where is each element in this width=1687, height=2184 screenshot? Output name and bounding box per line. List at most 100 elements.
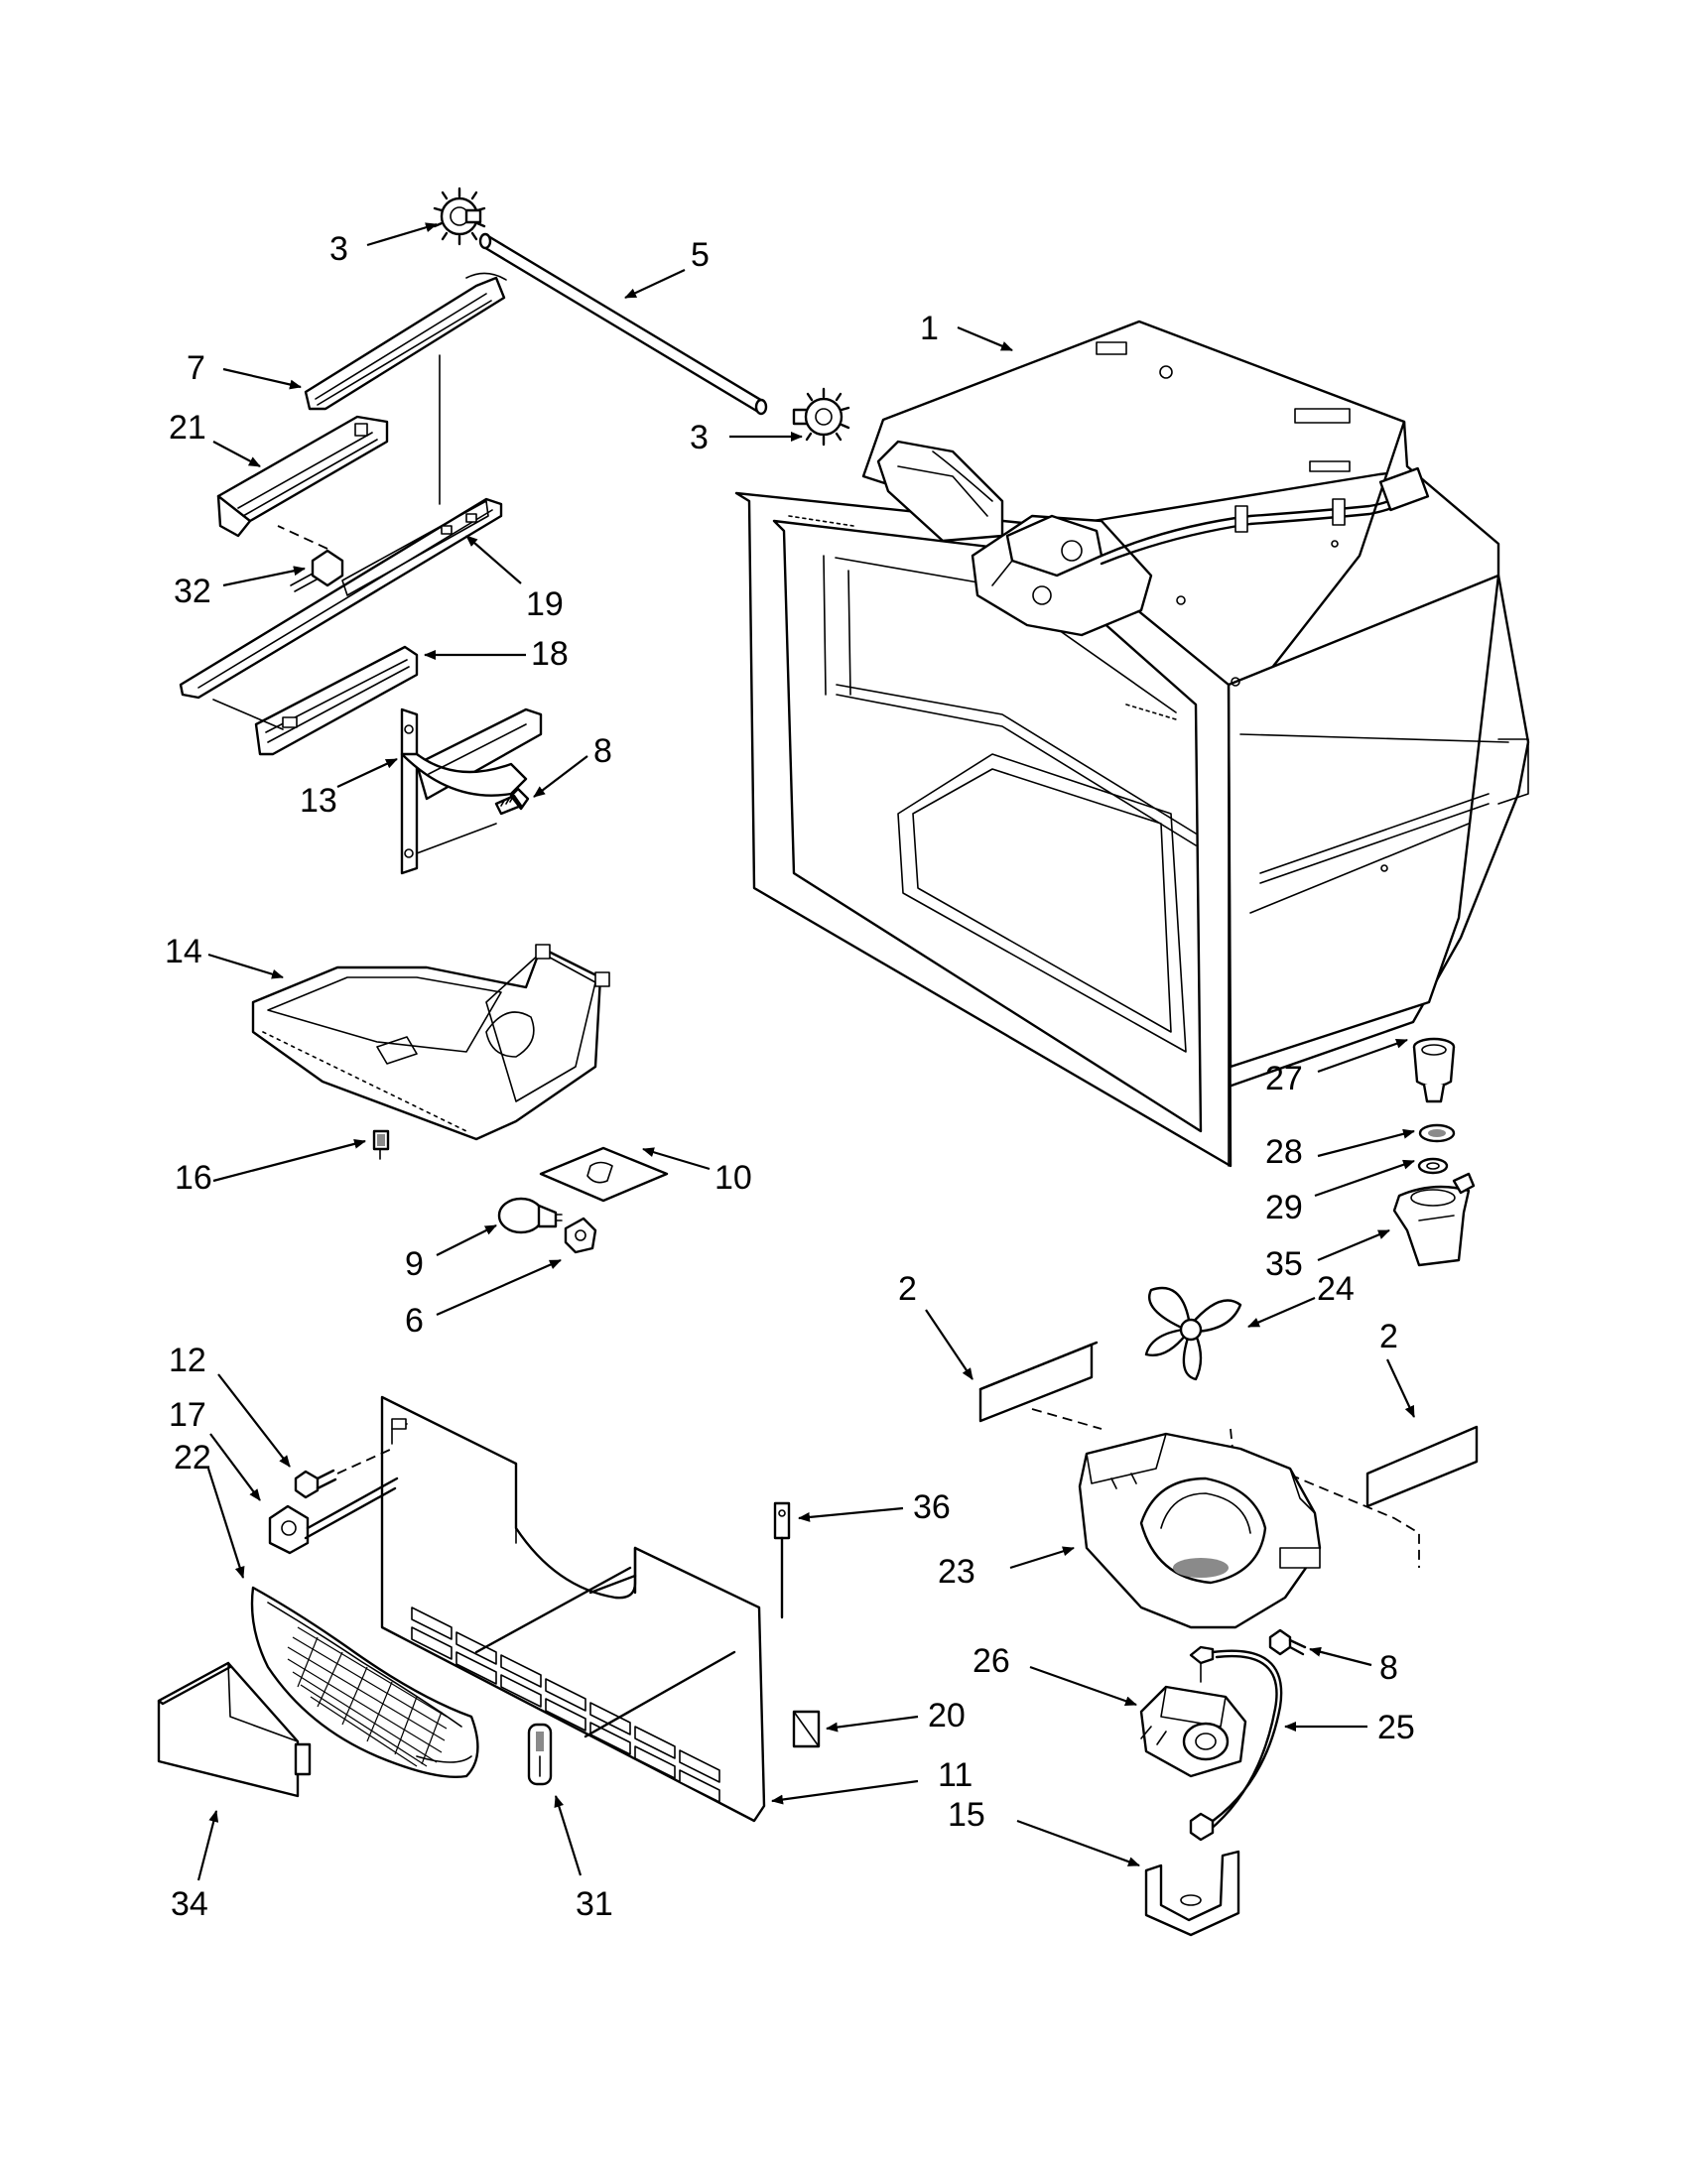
part-foam-block-right xyxy=(1365,1425,1479,1508)
callout-27: 27 xyxy=(1265,1060,1303,1097)
leader-34 xyxy=(196,1810,219,1881)
leader-21 xyxy=(212,441,261,467)
leader-28 xyxy=(1317,1128,1415,1158)
callout-11: 11 xyxy=(938,1756,973,1794)
leader-7 xyxy=(222,367,302,390)
leader-8a xyxy=(533,755,588,798)
part-lamp-holder xyxy=(268,1477,399,1555)
callout-1: 1 xyxy=(920,310,939,347)
leader-32 xyxy=(222,566,306,587)
leader-29 xyxy=(1314,1159,1415,1198)
part-fan-motor xyxy=(1139,1645,1247,1778)
callout-32: 32 xyxy=(174,573,211,610)
leader-16 xyxy=(212,1138,366,1183)
part-drain-cup xyxy=(1412,1037,1456,1103)
callout-2-left: 2 xyxy=(898,1270,917,1308)
leader-13 xyxy=(336,758,398,788)
part-slide-rail xyxy=(179,497,503,700)
part-screw-12 xyxy=(294,1448,393,1499)
callout-31: 31 xyxy=(576,1885,613,1923)
callout-10: 10 xyxy=(714,1159,752,1197)
leader-14 xyxy=(207,953,284,979)
callout-20: 20 xyxy=(928,1697,966,1734)
part-foam-pad xyxy=(539,1146,669,1203)
leader-2a xyxy=(925,1309,973,1380)
part-evap-cover xyxy=(380,1395,766,1823)
part-top-rail xyxy=(304,272,507,505)
part-grille xyxy=(250,1586,479,1778)
part-lamp-bulb xyxy=(497,1197,563,1234)
part-duct-cover xyxy=(251,944,610,1141)
callout-8-lower: 8 xyxy=(1379,1649,1398,1687)
leader-15 xyxy=(1016,1819,1140,1867)
leader-31 xyxy=(554,1795,583,1876)
leader-23 xyxy=(1009,1546,1075,1570)
callout-5: 5 xyxy=(691,236,710,274)
callout-15: 15 xyxy=(948,1796,985,1834)
callout-35: 35 xyxy=(1265,1245,1303,1283)
part-liner-box xyxy=(734,320,1530,1168)
part-motor-bracket xyxy=(1144,1812,1240,1937)
leader-36 xyxy=(798,1506,904,1522)
callout-17: 17 xyxy=(169,1396,206,1434)
callout-19: 19 xyxy=(526,585,564,623)
part-screw-8-upper xyxy=(494,787,530,816)
part-shaft xyxy=(478,232,768,416)
leader-27 xyxy=(1317,1038,1408,1074)
leader-24 xyxy=(1247,1296,1316,1329)
leader-9 xyxy=(436,1224,497,1256)
callout-23: 23 xyxy=(938,1553,975,1591)
part-o-ring xyxy=(1418,1123,1456,1143)
leader-20 xyxy=(826,1715,919,1733)
part-drain-trough xyxy=(1392,1172,1476,1267)
part-thermistor xyxy=(527,1723,553,1786)
callout-28: 28 xyxy=(1265,1133,1303,1171)
leader-11 xyxy=(771,1779,919,1805)
part-wire-harness xyxy=(1204,1649,1283,1833)
leader-3a xyxy=(366,222,438,247)
callout-14: 14 xyxy=(165,933,202,970)
callout-7: 7 xyxy=(187,349,205,387)
part-slide-bracket xyxy=(216,415,389,538)
part-gasket-strip xyxy=(792,1710,821,1748)
callout-26: 26 xyxy=(973,1642,1010,1680)
leader-lines xyxy=(196,222,1415,1881)
callout-34: 34 xyxy=(171,1885,208,1923)
leader-26 xyxy=(1029,1665,1137,1707)
leader-8b xyxy=(1309,1646,1372,1667)
part-switch xyxy=(372,1129,390,1160)
part-screw-8-lower xyxy=(1268,1628,1307,1656)
callout-3-lower: 3 xyxy=(690,419,709,456)
leader-19 xyxy=(465,535,522,584)
part-washer xyxy=(1417,1157,1449,1175)
callout-24: 24 xyxy=(1317,1270,1355,1308)
callout-21: 21 xyxy=(169,409,206,447)
part-gear-upper xyxy=(433,187,486,246)
part-lamp-socket xyxy=(564,1217,597,1254)
leader-12 xyxy=(217,1373,291,1468)
leader-1 xyxy=(957,325,1013,352)
callout-16: 16 xyxy=(175,1159,212,1197)
callout-3-upper: 3 xyxy=(329,230,348,268)
leader-2b xyxy=(1386,1358,1415,1418)
part-cover-box xyxy=(157,1661,312,1798)
part-fan-blade xyxy=(1144,1286,1242,1381)
part-sensor xyxy=(773,1501,791,1619)
leader-10 xyxy=(642,1147,711,1171)
leader-17 xyxy=(209,1433,261,1501)
callout-labels: 3 5 1 7 21 3 32 19 18 8 13 14 27 28 16 1… xyxy=(165,230,1415,1923)
leader-5 xyxy=(624,269,686,299)
part-gear-lower xyxy=(792,387,850,447)
leader-35 xyxy=(1317,1228,1390,1262)
leader-6 xyxy=(436,1258,562,1317)
part-foam-block-left xyxy=(978,1341,1099,1423)
callout-2-right: 2 xyxy=(1379,1318,1398,1355)
callout-29: 29 xyxy=(1265,1189,1303,1226)
callout-8-upper: 8 xyxy=(593,732,612,770)
callout-18: 18 xyxy=(531,635,569,673)
callout-6: 6 xyxy=(405,1302,424,1340)
leader-22 xyxy=(206,1468,245,1579)
callout-22: 22 xyxy=(174,1439,211,1477)
part-fan-shroud xyxy=(1031,1408,1420,1629)
